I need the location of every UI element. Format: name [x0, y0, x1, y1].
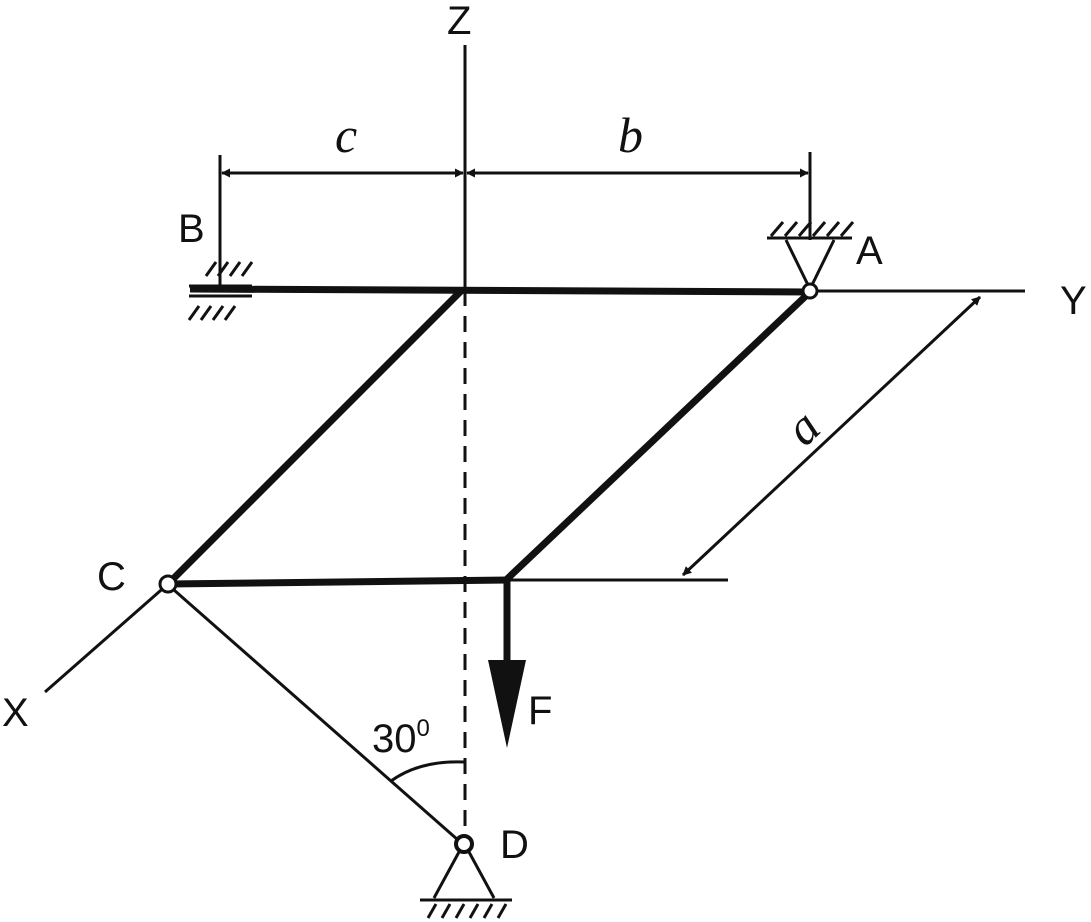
force-label: F	[528, 689, 552, 733]
angle-value: 30	[372, 717, 417, 761]
point-c-label: C	[97, 555, 126, 599]
beam-a-far	[503, 289, 813, 583]
x-axis	[44, 582, 169, 694]
point-a-label: A	[856, 229, 883, 273]
support-a	[767, 221, 855, 300]
force-arrow	[488, 580, 526, 748]
point-d-label: D	[500, 823, 529, 867]
beam-c-far	[167, 576, 511, 588]
z-axis-label: Z	[447, 0, 471, 43]
angle-unit: 0	[417, 715, 430, 742]
point-b-label: B	[178, 207, 205, 251]
support-d	[420, 834, 512, 919]
joint-c	[158, 574, 178, 594]
support-b	[187, 261, 254, 321]
angle-arc	[390, 760, 466, 783]
y-axis-label: Y	[1060, 279, 1087, 323]
x-axis-label: X	[2, 691, 29, 735]
dimension-c-label: c	[335, 107, 357, 163]
beam-b-a	[189, 285, 811, 296]
angle-label: 300	[372, 715, 430, 761]
rod-c-d	[173, 588, 459, 842]
dimension-a-label: a	[774, 398, 831, 456]
beam-origin-c	[165, 287, 465, 587]
dimension-a-line	[681, 295, 982, 577]
dimension-b-label: b	[618, 107, 643, 163]
